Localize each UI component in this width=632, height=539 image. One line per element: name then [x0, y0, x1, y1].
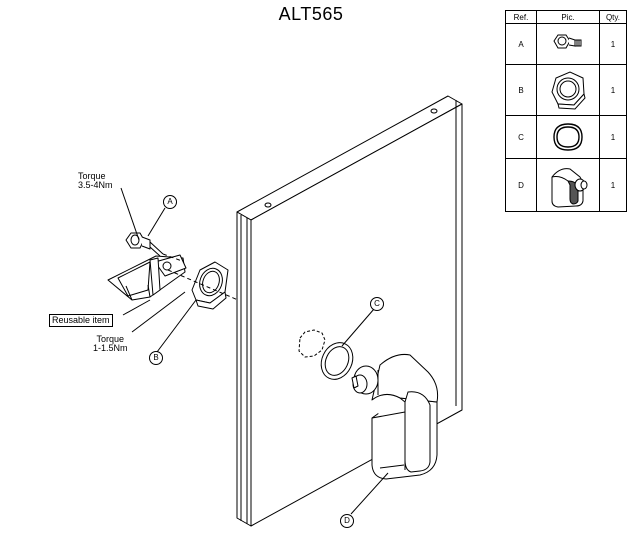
header-ref: Ref. [505, 10, 537, 24]
panel-cutout [298, 329, 326, 358]
table-row: D 1 [505, 158, 627, 212]
callout-d: D [340, 514, 354, 528]
table-row: C 1 [505, 115, 627, 159]
parts-table: Ref. Pic. Qty. A 1 B 1 C [505, 10, 627, 212]
torque-b-line2: 1-1.5Nm [93, 343, 128, 353]
row-qty: 1 [599, 23, 627, 65]
row-qty: 1 [599, 64, 627, 116]
torque-a-label: Torque 3.5-4Nm [78, 172, 113, 190]
reusable-item-label: Reusable item [49, 314, 113, 327]
header-pic: Pic. [536, 10, 600, 24]
torque-b-line1: Torque [96, 334, 125, 344]
assembly-centerlines [162, 253, 239, 301]
leader-lines [120, 187, 389, 515]
parts-table-header: Ref. Pic. Qty. [505, 10, 627, 24]
callout-a: A [163, 195, 177, 209]
row-ref: C [505, 115, 537, 159]
bolt-a [125, 232, 164, 257]
torque-a-line2: 3.5-4Nm [78, 180, 113, 190]
drawing-title: ALT565 [278, 4, 344, 24]
row-ref: A [505, 23, 537, 65]
table-row: A 1 [505, 23, 627, 65]
row-ref: B [505, 64, 537, 116]
header-qty: Qty. [599, 10, 627, 24]
hex-nut-icon [536, 64, 600, 116]
o-ring-c [320, 342, 354, 380]
torque-b-label: Torque 1-1.5Nm [93, 335, 128, 353]
row-ref: D [505, 158, 537, 212]
hex-nut-b [191, 261, 229, 310]
o-ring-icon [536, 115, 600, 159]
valve-cover-d [351, 354, 439, 480]
bracket-reusable [107, 254, 187, 301]
callout-c: C [370, 297, 384, 311]
row-qty: 1 [599, 115, 627, 159]
table-row: B 1 [505, 64, 627, 116]
bolt-icon [536, 23, 600, 65]
row-qty: 1 [599, 158, 627, 212]
callout-b: B [149, 351, 163, 365]
torque-a-line1: Torque [78, 171, 106, 181]
valve-cover-icon [536, 158, 600, 212]
